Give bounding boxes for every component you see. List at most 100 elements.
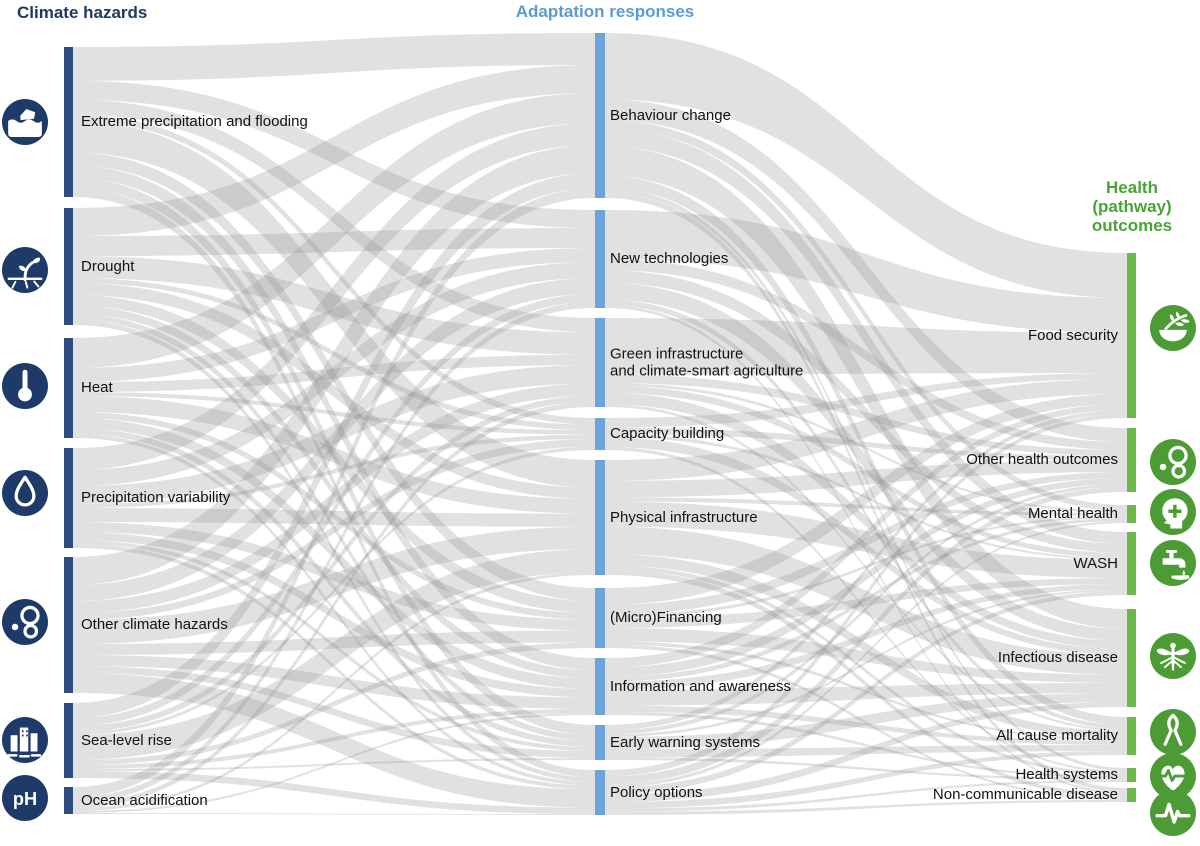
flow-SLR-PO — [73, 771, 595, 815]
tap-icon — [1150, 540, 1196, 586]
flow-PI-FS — [605, 379, 1127, 481]
flow-EWS-FS — [605, 410, 1127, 731]
column-header-adaptation-responses: Adaptation responses — [515, 2, 695, 21]
flow-OA-IA — [73, 712, 595, 813]
heartpulse-icon — [1150, 753, 1196, 799]
flow-PI-WASH — [605, 501, 1127, 578]
flow-MF-WASH — [605, 578, 1127, 628]
circles-icon — [2, 599, 48, 645]
node-GI — [595, 318, 605, 407]
flow-BC-NCD — [605, 192, 1127, 793]
mosquito-icon — [1150, 633, 1196, 679]
flow-NT-OHO — [605, 259, 1127, 450]
flow-OCH-NT — [73, 278, 595, 601]
flow-EWS-WASH — [605, 589, 1127, 738]
flow-NT-ACM — [605, 299, 1127, 729]
flow-MF-MH — [605, 516, 1127, 618]
flow-DRO-PO — [73, 320, 595, 782]
label-PO: Policy options — [610, 783, 703, 801]
flow-HEA-CB — [73, 392, 595, 435]
ph-icon: pH — [2, 775, 48, 821]
ribbon-icon — [1150, 709, 1196, 755]
flow-ribbons — [73, 33, 1127, 815]
flow-SLR-MF — [73, 642, 595, 765]
flow-DRO-NT — [73, 228, 595, 256]
flow-NT-ID — [605, 282, 1127, 641]
node-IA — [595, 658, 605, 715]
column-header-health-outcomes: Health (pathway)outcomes — [1067, 178, 1197, 235]
ecg-icon — [1150, 790, 1196, 836]
flow-DRO-MF — [73, 295, 595, 614]
flow-DRO-PI — [73, 283, 595, 499]
flow-EPF-PI — [73, 120, 595, 488]
node-CB — [595, 418, 605, 450]
flow-BC-ACM — [605, 175, 1127, 725]
node-HS — [1127, 768, 1136, 782]
flow-PO-ACM — [605, 751, 1127, 809]
flow-CB-OHO — [605, 427, 1127, 460]
flow-SLR-BC — [73, 173, 595, 718]
flow-PO-WASH — [605, 591, 1127, 795]
label-OHO: Other health outcomes — [966, 451, 1118, 469]
node-HEA — [64, 338, 73, 438]
flow-MF-NCD — [605, 644, 1127, 800]
flow-OA-PI — [73, 572, 595, 811]
flow-IA-MH — [605, 518, 1127, 682]
label-ACM: All cause mortality — [996, 727, 1118, 745]
label-MH: Mental health — [1027, 505, 1118, 523]
node-NCD — [1127, 788, 1136, 802]
node-NT — [595, 210, 605, 308]
flow-GI-MH — [605, 383, 1127, 513]
node-PO — [595, 770, 605, 815]
label-IA: Information and awareness — [610, 677, 791, 695]
node-OCH — [64, 557, 73, 693]
flow-GI-FS — [605, 318, 1127, 375]
circles-icon — [1150, 439, 1196, 485]
flood-icon — [2, 99, 48, 145]
flow-PO-NCD — [605, 800, 1127, 815]
flow-SLR-EWS — [73, 758, 595, 771]
flow-PI-MH — [605, 497, 1127, 516]
flow-GI-ID — [605, 392, 1127, 649]
flow-HEA-PO — [73, 434, 595, 786]
label-NT: New technologies — [610, 250, 729, 268]
flow-OCH-CB — [73, 439, 595, 620]
label-FS: Food security — [1027, 326, 1118, 344]
flow-CB-WASH — [605, 434, 1127, 560]
flow-MF-FS — [605, 394, 1127, 605]
label-PV: Precipitation variability — [81, 489, 231, 507]
flow-DRO-GI — [73, 256, 595, 355]
node-bars — [64, 33, 1136, 815]
svg-text:pH: pH — [13, 789, 37, 809]
flow-EPF-EWS — [73, 178, 595, 735]
flow-PV-MF — [73, 522, 595, 631]
node-ACM — [1127, 717, 1136, 755]
flow-PI-ID — [605, 526, 1127, 675]
flow-BC-ID — [605, 146, 1127, 629]
flow-PO-HS — [605, 780, 1127, 812]
flow-OA-BC — [73, 188, 595, 797]
node-MF — [595, 588, 605, 648]
flow-DRO-EWS — [73, 314, 595, 741]
flow-PV-NT — [73, 262, 595, 486]
header-health-line2: outcomes — [1091, 216, 1173, 236]
flow-CB-ID — [605, 437, 1127, 655]
city-icon — [2, 717, 48, 763]
flow-EWS-OHO — [605, 484, 1127, 735]
drought-icon — [2, 247, 48, 293]
node-SLR — [64, 703, 73, 778]
droplet-icon — [2, 470, 48, 516]
label-PI: Physical infrastructure — [610, 508, 758, 526]
flow-GI-WASH — [605, 385, 1127, 558]
flow-IA-ID — [605, 683, 1127, 706]
flow-IA-FS — [605, 404, 1127, 668]
node-WASH — [1127, 532, 1136, 595]
label-HS: Health systems — [1015, 766, 1118, 784]
label-GI: Green infrastructure and climate-smart a… — [610, 344, 804, 380]
flow-NT-FS — [605, 210, 1127, 333]
flow-HEA-EWS — [73, 428, 595, 747]
flow-PI-ACM — [605, 554, 1127, 739]
node-MH — [1127, 505, 1136, 523]
node-OA — [64, 787, 73, 814]
